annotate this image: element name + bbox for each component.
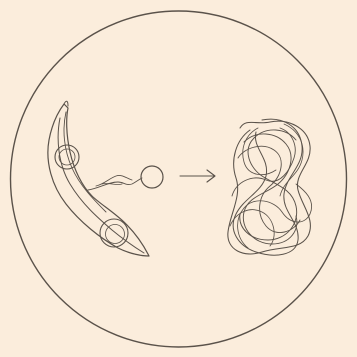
bean-pod-icon: [48, 101, 149, 256]
circle-frame-icon: [11, 11, 347, 347]
single-bean-icon: [88, 166, 163, 190]
arrow-right-icon: [180, 170, 215, 182]
tangled-string-icon: [228, 119, 312, 255]
